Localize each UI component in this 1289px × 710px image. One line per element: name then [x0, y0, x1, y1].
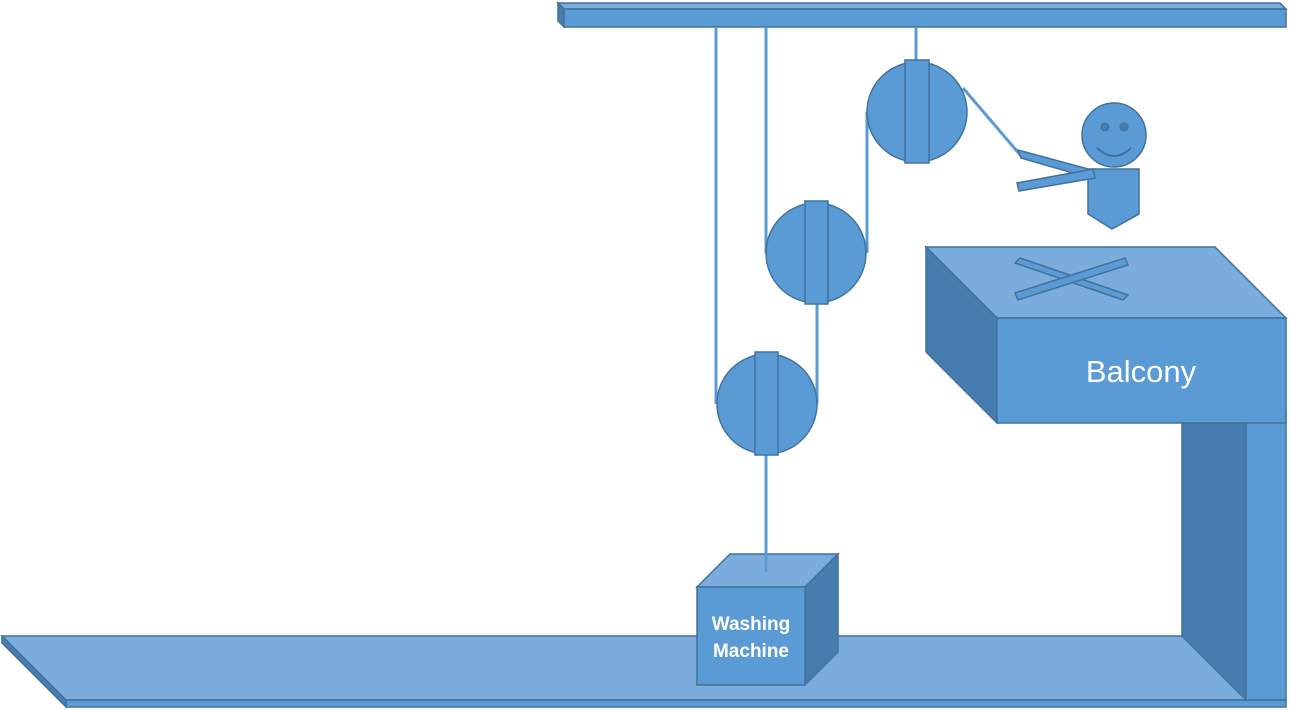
rope-to-person — [961, 87, 1024, 158]
person-arm-lower — [1016, 168, 1096, 192]
person-body — [1087, 168, 1140, 230]
balcony-label: Balcony — [1086, 354, 1197, 389]
pulley-lower — [716, 351, 818, 456]
person-figure — [1016, 102, 1147, 230]
pulley-middle — [765, 200, 867, 305]
washing-machine: Washing Machine — [695, 552, 840, 687]
ceiling-beam — [556, 1, 1288, 29]
ropes — [714, 27, 1024, 572]
balcony-cross-mark — [1013, 257, 1130, 301]
ground-floor — [0, 634, 1287, 709]
balcony-block: Balcony — [924, 245, 1288, 425]
washing-machine-label-line2: Machine — [713, 641, 789, 662]
smiley-face-icon — [1081, 102, 1147, 168]
pulley-top — [866, 59, 968, 164]
washing-machine-label-line1: Washing — [712, 614, 790, 635]
